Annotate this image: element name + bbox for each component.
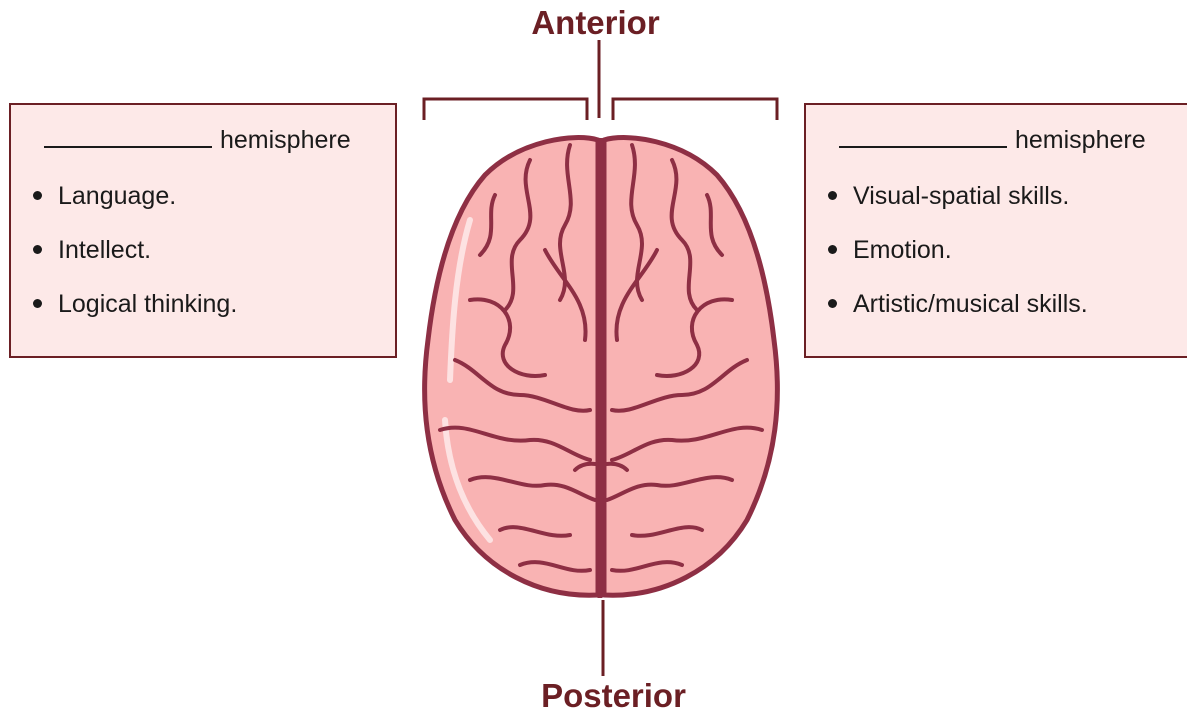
- bullet-icon: [828, 299, 837, 308]
- left-panel-heading: hemisphere: [44, 124, 351, 155]
- list-item: Visual-spatial skills.: [828, 181, 1088, 235]
- bullet-icon: [828, 245, 837, 254]
- right-heading-suffix: hemisphere: [1015, 126, 1146, 154]
- bullet-icon: [33, 245, 42, 254]
- list-item: Emotion.: [828, 235, 1088, 289]
- list-item-text: Visual-spatial skills.: [853, 182, 1069, 210]
- bullet-icon: [33, 299, 42, 308]
- right-panel-heading: hemisphere: [839, 124, 1146, 155]
- right-hemisphere-bracket: [613, 99, 777, 120]
- right-function-list: Visual-spatial skills. Emotion. Artistic…: [828, 181, 1088, 343]
- left-hemisphere: [425, 138, 600, 596]
- left-heading-suffix: hemisphere: [220, 126, 351, 154]
- bullet-icon: [33, 191, 42, 200]
- list-item: Intellect.: [33, 235, 237, 289]
- bullet-icon: [828, 191, 837, 200]
- list-item-text: Intellect.: [58, 236, 151, 264]
- list-item-text: Emotion.: [853, 236, 952, 264]
- list-item: Artistic/musical skills.: [828, 289, 1088, 343]
- list-item-text: Logical thinking.: [58, 290, 237, 318]
- list-item-text: Language.: [58, 182, 176, 210]
- fill-in-blank[interactable]: [44, 124, 212, 148]
- left-hemisphere-panel: hemisphere Language. Intellect. Logical …: [9, 103, 397, 358]
- fill-in-blank[interactable]: [839, 124, 1007, 148]
- list-item: Language.: [33, 181, 237, 235]
- longitudinal-fissure: [600, 138, 601, 598]
- left-hemisphere-bracket: [424, 99, 587, 120]
- right-hemisphere: [602, 138, 777, 596]
- list-item-text: Artistic/musical skills.: [853, 290, 1088, 318]
- list-item: Logical thinking.: [33, 289, 237, 343]
- anterior-label: Anterior: [2, 6, 1187, 39]
- posterior-label: Posterior: [20, 679, 1187, 712]
- right-hemisphere-panel: hemisphere Visual-spatial skills. Emotio…: [804, 103, 1187, 358]
- left-function-list: Language. Intellect. Logical thinking.: [33, 181, 237, 343]
